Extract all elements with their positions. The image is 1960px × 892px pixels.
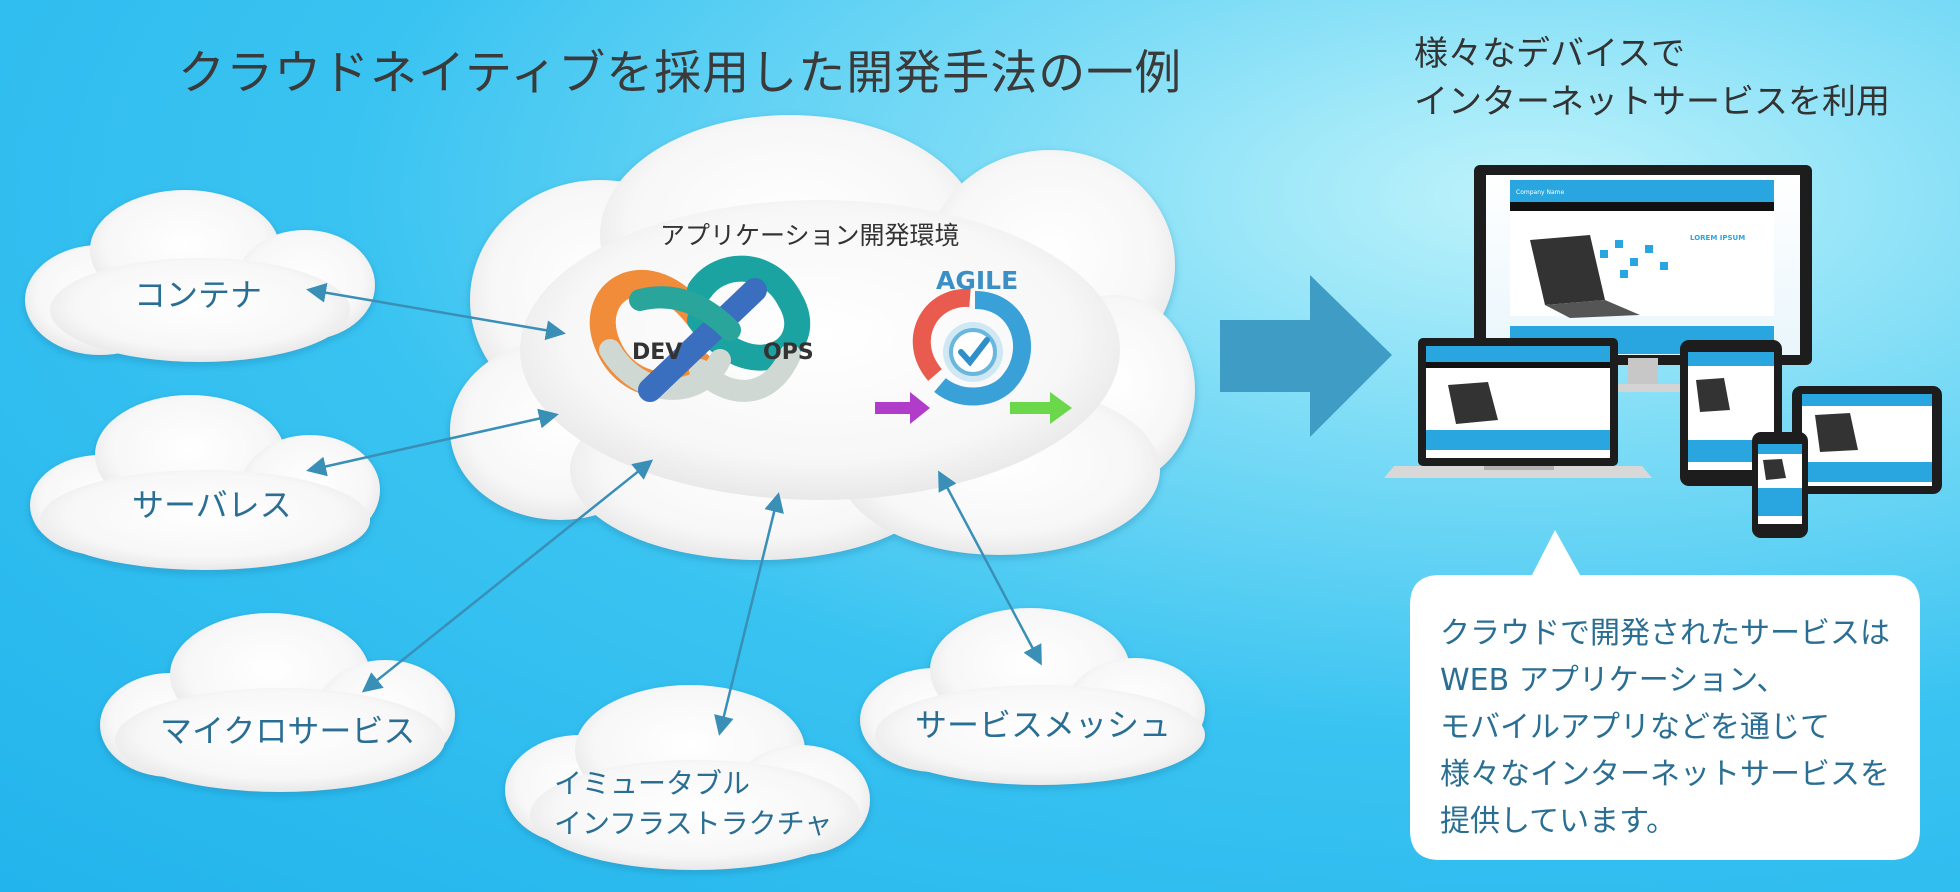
bubble-line: モバイルアプリなどを通じて [1440,710,1830,745]
cloud-service-mesh [860,608,1205,785]
cloud-microservices [100,613,455,792]
bubble-text: クラウドで開発されたサービスは WEB アプリケーション、 モバイルアプリなどを… [1440,610,1910,845]
devices-title-line: 様々なデバイスで [1414,34,1685,74]
devices-title: 様々なデバイスで インターネットサービスを利用 [1414,30,1894,126]
cloud-label-container: コンテナ [134,276,263,314]
devices-mockup: Company Name LOREM IPSUM [1384,165,1942,538]
cloud-immutable-infra [505,685,870,870]
devops-logo-icon [589,255,810,402]
cloud-label-line: イミュータブル [554,767,751,800]
devops-dev-label: DEV [632,340,683,365]
cloud-label-line: インフラストラクチャ [554,807,833,840]
cloud-label-immutable-infra: イミュータブル インフラストラクチャ [554,764,832,844]
bubble-line: WEB アプリケーション、 [1440,663,1787,698]
speech-bubble [1410,530,1920,860]
mockup-company-name: Company Name [1516,189,1564,196]
connector-serverless [306,408,559,477]
bubble-line: 提供しています。 [1440,804,1677,839]
connector-immutable [714,492,784,736]
devices-title-line: インターネットサービスを利用 [1414,82,1890,122]
agile-logo-icon [875,288,1072,424]
cloud-serverless [30,395,380,570]
bubble-line: クラウドで開発されたサービスは [1440,616,1890,651]
connectors [306,282,1042,736]
connector-microservices [361,459,654,693]
cloud-app-dev-env [450,115,1195,560]
devops-ops-label: OPS [763,340,814,365]
cloud-label-microservices: マイクロサービス [160,712,416,750]
bubble-line: 様々なインターネットサービスを [1440,757,1890,792]
cloud-label-service-mesh: サービスメッシュ [915,706,1172,744]
mockup-heading: LOREM IPSUM [1690,234,1745,242]
right-arrow-icon [1220,275,1392,437]
cloud-label-serverless: サーバレス [132,486,292,524]
agile-label: AGILE [936,266,1019,295]
page-title: クラウドネイティブを採用した開発手法の一例 [178,46,1183,101]
center-cloud-label: アプリケーション開発環境 [660,221,960,250]
connector-container [306,282,566,341]
connector-service-mesh [938,470,1042,666]
